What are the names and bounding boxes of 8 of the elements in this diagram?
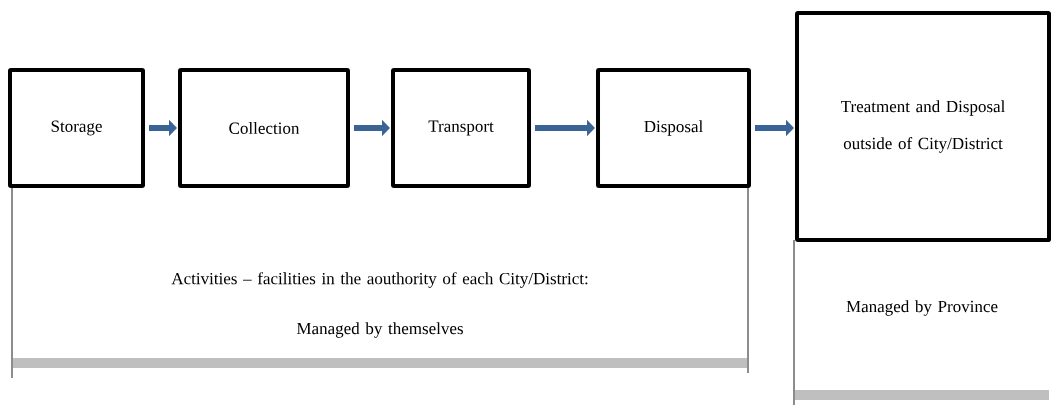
label-text: Activities – facilities in the aouthority of each City/District: (171, 272, 588, 288)
process-box: Treatment and Disposal outside of City/District (795, 11, 1051, 242)
label-text: Managed by Province (846, 300, 998, 316)
process-box: Disposal (596, 68, 751, 188)
process-box: Storage (8, 68, 145, 188)
process-box: Collection (178, 68, 350, 188)
process-box: Transport (391, 68, 531, 188)
label-text: Managed by themselves (296, 322, 463, 338)
